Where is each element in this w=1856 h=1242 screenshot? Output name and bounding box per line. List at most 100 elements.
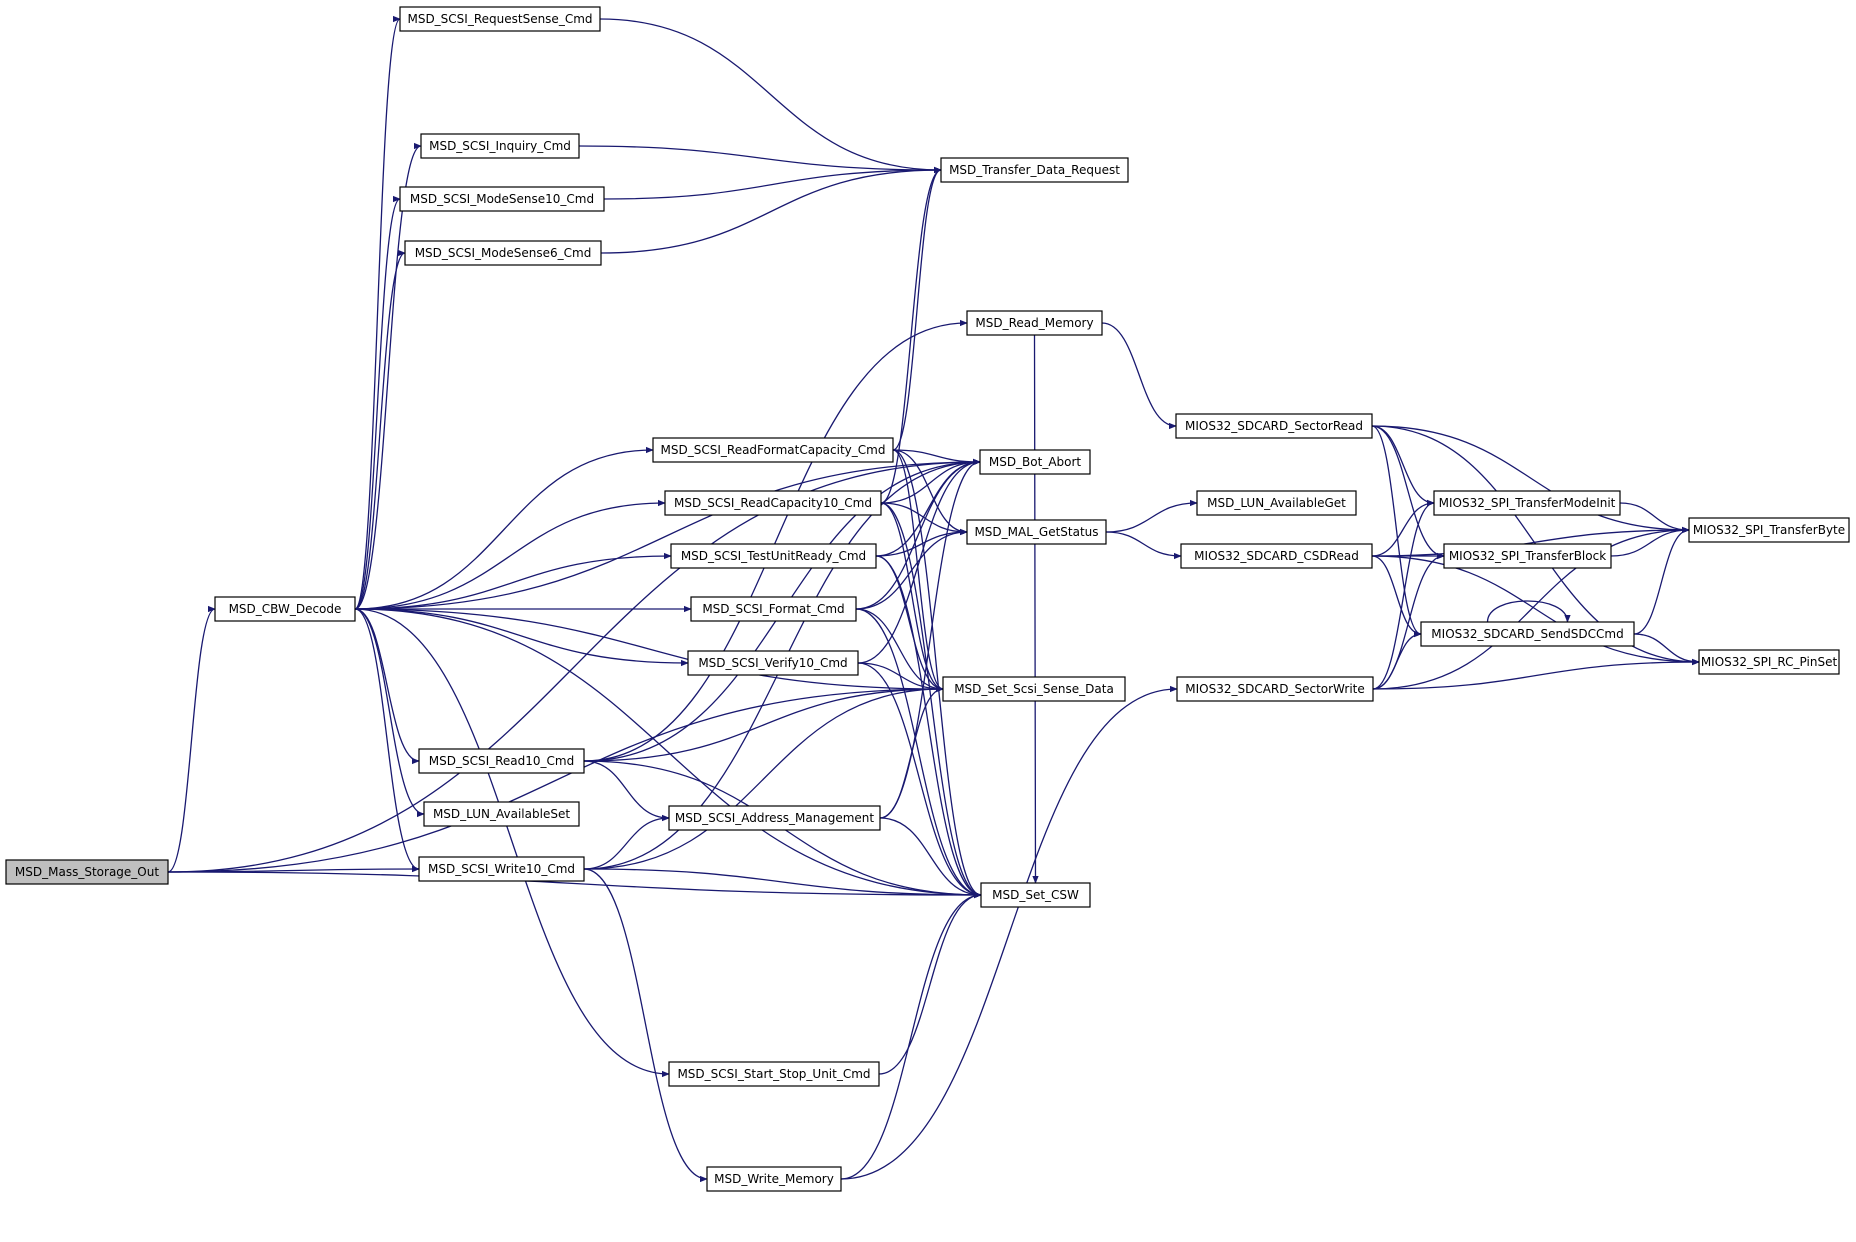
node-spibyte[interactable]: MIOS32_SPI_TransferByte (1688, 517, 1850, 543)
edge-cbw-to-startstop (354, 608, 670, 1078)
node-box[interactable] (214, 596, 356, 622)
node-botabort[interactable]: MSD_Bot_Abort (979, 449, 1091, 475)
edge-root-to-cbw (167, 605, 216, 873)
node-reqsense[interactable]: MSD_SCSI_RequestSense_Cmd (399, 6, 601, 32)
edge-readcap10-to-sensedata (880, 502, 944, 693)
node-box[interactable] (664, 490, 882, 516)
edge-line (167, 458, 981, 873)
node-lunset[interactable]: MSD_LUN_AvailableSet (423, 801, 580, 827)
node-readfmtcap[interactable]: MSD_SCSI_ReadFormatCapacity_Cmd (652, 437, 894, 463)
node-box[interactable] (1196, 490, 1357, 516)
node-addrmgmt[interactable]: MSD_SCSI_Address_Management (668, 805, 881, 831)
node-box[interactable] (418, 856, 585, 882)
node-box[interactable] (1688, 517, 1850, 543)
edge-cbw-to-testunit (354, 552, 672, 610)
node-box[interactable] (979, 449, 1091, 475)
edge-malstatus-to-lunget (1105, 499, 1198, 533)
edge-line (1371, 555, 1422, 638)
node-read10[interactable]: MSD_SCSI_Read10_Cmd (418, 748, 585, 774)
node-sectorread[interactable]: MIOS32_SDCARD_SectorRead (1175, 413, 1373, 439)
edge-line (1372, 630, 1422, 690)
node-box[interactable] (668, 805, 881, 831)
node-spimodeinit[interactable]: MIOS32_SPI_TransferModeInit (1433, 490, 1621, 516)
node-box[interactable] (1180, 543, 1373, 569)
node-layer: MSD_Mass_Storage_OutMSD_CBW_DecodeMSD_SC… (5, 6, 1850, 1192)
node-writemem[interactable]: MSD_Write_Memory (706, 1166, 842, 1192)
node-box[interactable] (418, 748, 585, 774)
edge-line (880, 502, 982, 899)
node-cbw[interactable]: MSD_CBW_Decode (214, 596, 356, 622)
node-box[interactable] (1698, 649, 1840, 675)
edge-cbw-to-sensedata (354, 608, 944, 693)
node-box[interactable] (1176, 676, 1374, 702)
edge-line (354, 249, 406, 610)
node-label: MSD_Set_CSW (992, 888, 1079, 902)
node-box[interactable] (404, 240, 602, 266)
node-box[interactable] (652, 437, 894, 463)
node-label: MIOS32_SDCARD_SectorWrite (1185, 682, 1365, 696)
node-box[interactable] (670, 543, 877, 569)
node-transfer[interactable]: MSD_Transfer_Data_Request (940, 157, 1129, 183)
edge-csdread-to-spibyte (1371, 526, 1690, 557)
node-format[interactable]: MSD_SCSI_Format_Cmd (690, 596, 857, 622)
node-box[interactable] (966, 310, 1103, 336)
node-testunit[interactable]: MSD_SCSI_TestUnitReady_Cmd (670, 543, 877, 569)
node-readmem[interactable]: MSD_Read_Memory (966, 310, 1103, 336)
edge-reqsense-to-transfer (599, 18, 942, 174)
node-box[interactable] (1420, 621, 1635, 647)
node-write10[interactable]: MSD_SCSI_Write10_Cmd (418, 856, 585, 882)
edge-inquiry-to-transfer (578, 145, 942, 174)
edge-format-to-sensedata (855, 608, 944, 693)
node-startstop[interactable]: MSD_SCSI_Start_Stop_Unit_Cmd (668, 1061, 880, 1087)
node-sendsdc[interactable]: MIOS32_SDCARD_SendSDCCmd (1420, 621, 1635, 647)
edge-csdread-to-spircpin (1371, 555, 1700, 666)
edge-sectorread-to-spibyte (1371, 425, 1690, 534)
node-box[interactable] (420, 133, 580, 159)
node-modesense10[interactable]: MSD_SCSI_ModeSense10_Cmd (399, 186, 605, 212)
node-spiblock[interactable]: MIOS32_SPI_TransferBlock (1443, 543, 1612, 569)
edge-line (1486, 600, 1571, 623)
node-label: MSD_SCSI_ModeSense6_Cmd (415, 246, 592, 260)
node-box[interactable] (687, 650, 859, 676)
edge-line (880, 502, 944, 693)
edge-line (855, 608, 944, 693)
node-inquiry[interactable]: MSD_SCSI_Inquiry_Cmd (420, 133, 580, 159)
node-box[interactable] (668, 1061, 880, 1087)
node-malstatus[interactable]: MSD_MAL_GetStatus (966, 519, 1107, 545)
node-label: MIOS32_SPI_TransferBlock (1449, 549, 1606, 563)
node-box[interactable] (690, 596, 857, 622)
node-sectorwrite[interactable]: MIOS32_SDCARD_SectorWrite (1176, 676, 1374, 702)
node-box[interactable] (423, 801, 580, 827)
edge-cbw-to-lunset (354, 608, 425, 818)
node-box[interactable] (980, 882, 1091, 908)
node-box[interactable] (1443, 543, 1612, 569)
node-csdread[interactable]: MIOS32_SDCARD_CSDRead (1180, 543, 1373, 569)
node-box[interactable] (1433, 490, 1621, 516)
node-box[interactable] (1175, 413, 1373, 439)
node-box[interactable] (940, 157, 1129, 183)
edge-sectorwrite-to-spircpin (1372, 658, 1700, 690)
node-box[interactable] (966, 519, 1107, 545)
node-box[interactable] (399, 186, 605, 212)
node-spircpin[interactable]: MIOS32_SPI_RC_PinSet (1698, 649, 1840, 675)
edge-line (354, 608, 670, 1078)
edge-modesense6-to-transfer (600, 166, 942, 254)
edge-line (354, 608, 944, 693)
edge-line (892, 166, 942, 451)
edge-readfmtcap-to-setcsw (892, 449, 982, 899)
edge-sendsdc-to-spibyte (1633, 526, 1690, 635)
edge-readcap10-to-setcsw (880, 502, 982, 899)
node-root[interactable]: MSD_Mass_Storage_Out (5, 859, 169, 885)
node-modesense6[interactable]: MSD_SCSI_ModeSense6_Cmd (404, 240, 602, 266)
node-label: MSD_SCSI_RequestSense_Cmd (407, 12, 592, 26)
node-lunget[interactable]: MSD_LUN_AvailableGet (1196, 490, 1357, 516)
node-sensedata[interactable]: MSD_Set_Scsi_Sense_Data (942, 676, 1126, 702)
edge-malstatus-to-csdread (1105, 531, 1182, 560)
node-readcap10[interactable]: MSD_SCSI_ReadCapacity10_Cmd (664, 490, 882, 516)
node-box[interactable] (5, 859, 169, 885)
node-box[interactable] (399, 6, 601, 32)
node-setcsw[interactable]: MSD_Set_CSW (980, 882, 1091, 908)
node-box[interactable] (706, 1166, 842, 1192)
node-box[interactable] (942, 676, 1126, 702)
node-verify10[interactable]: MSD_SCSI_Verify10_Cmd (687, 650, 859, 676)
